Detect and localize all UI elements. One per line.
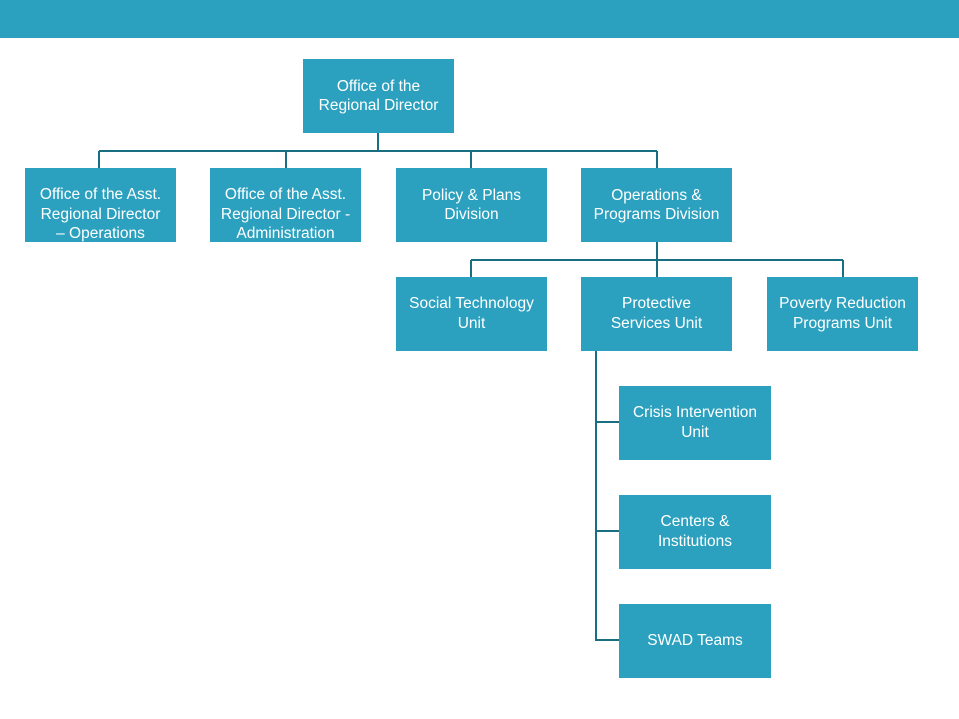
org-node-centers-institutions: Centers & Institutions: [619, 495, 771, 569]
org-node-swad-teams: SWAD Teams: [619, 604, 771, 678]
org-node-social-technology-unit: Social Technology Unit: [396, 277, 547, 351]
org-node-operations-programs-division: Operations & Programs Division: [581, 168, 732, 242]
header-bar: [0, 0, 959, 38]
org-node-poverty-reduction-programs-unit: Poverty Reduction Programs Unit: [767, 277, 918, 351]
org-node-asst-regional-director-administration: Office of the Asst. Regional Director - …: [210, 168, 361, 242]
org-node-protective-services-unit: Protective Services Unit: [581, 277, 732, 351]
org-node-regional-director: Office of the Regional Director: [303, 59, 454, 133]
org-node-crisis-intervention-unit: Crisis Intervention Unit: [619, 386, 771, 460]
org-node-asst-regional-director-operations: Office of the Asst. Regional Director – …: [25, 168, 176, 242]
org-node-policy-plans-division: Policy & Plans Division: [396, 168, 547, 242]
